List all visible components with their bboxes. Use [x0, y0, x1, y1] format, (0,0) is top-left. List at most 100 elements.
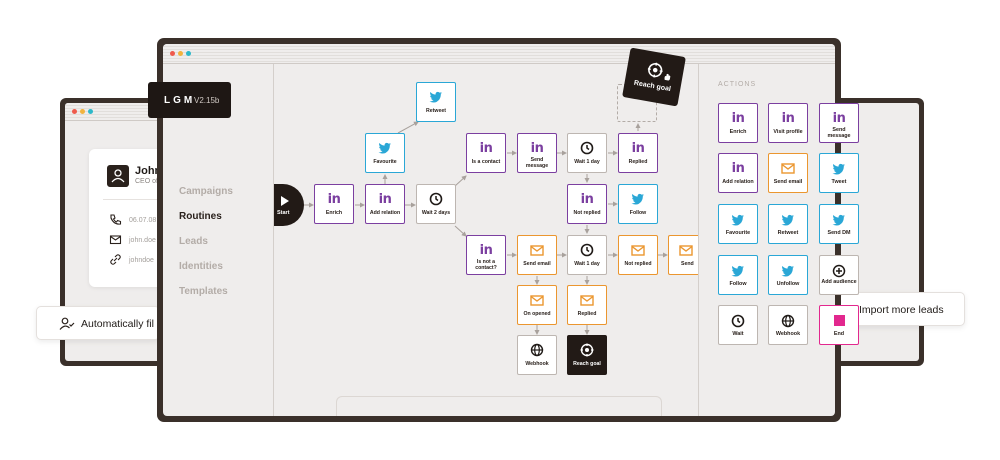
import-leads-pill[interactable]: Import more leads: [840, 292, 965, 326]
action-retweet[interactable]: Retweet: [768, 204, 808, 244]
action-label: Wait: [732, 331, 744, 337]
sidebar-item-routines[interactable]: Routines: [179, 211, 222, 222]
dragged-goal-card[interactable]: Reach goal: [622, 47, 686, 107]
node-label: Wait 1 day: [574, 261, 600, 267]
envelope-icon: [679, 244, 693, 256]
bird-icon: [429, 91, 442, 103]
node-send-email[interactable]: Send email: [517, 235, 557, 275]
maximize-dot[interactable]: [88, 109, 93, 114]
close-dot[interactable]: [170, 51, 175, 56]
action-wait[interactable]: Wait: [718, 305, 758, 345]
node-is-not-a-contact[interactable]: in Is not a contact?: [466, 235, 506, 275]
linkedin-icon: in: [731, 161, 745, 176]
action-label: Add audience: [821, 279, 857, 285]
action-send-email[interactable]: Send email: [768, 153, 808, 193]
action-label: Tweet: [831, 179, 847, 185]
action-favourite[interactable]: Favourite: [718, 204, 758, 244]
linkedin-icon: in: [479, 242, 493, 258]
sidebar-item-leads[interactable]: Leads: [179, 236, 208, 247]
bird-icon: [378, 142, 391, 154]
maximize-dot[interactable]: [186, 51, 191, 56]
node-label: Send message: [525, 157, 549, 169]
target-icon: [647, 62, 663, 78]
node-label: Enrich: [325, 210, 343, 216]
node-replied-top[interactable]: in Replied: [618, 133, 658, 173]
action-add-relation[interactable]: in Add relation: [718, 153, 758, 193]
action-webhook[interactable]: Webhook: [768, 305, 808, 345]
auto-fill-pill[interactable]: Automatically fil: [36, 306, 160, 340]
action-visit-profile[interactable]: in Visit profile: [768, 103, 808, 143]
sidebar-item-campaigns[interactable]: Campaigns: [179, 186, 233, 197]
action-send-message[interactable]: in Send message: [819, 103, 859, 143]
divider: [103, 199, 209, 200]
action-label: Send email: [773, 179, 803, 185]
clock-icon: [429, 192, 443, 206]
bird-icon: [781, 265, 794, 277]
action-end[interactable]: End: [819, 305, 859, 345]
bottom-toolbar: [336, 396, 662, 416]
linkedin-icon: in: [479, 140, 493, 156]
action-follow[interactable]: Follow: [718, 255, 758, 295]
node-follow[interactable]: Follow: [618, 184, 658, 224]
node-favourite[interactable]: Favourite: [365, 133, 405, 173]
node-add-relation[interactable]: in Add relation: [365, 184, 405, 224]
close-dot[interactable]: [72, 109, 77, 114]
action-tweet[interactable]: Tweet: [819, 153, 859, 193]
node-not-replied[interactable]: in Not replied: [567, 184, 607, 224]
sidebar-divider: [273, 64, 274, 416]
linkedin-icon: in: [378, 191, 392, 207]
action-unfollow[interactable]: Unfollow: [768, 255, 808, 295]
action-label: Retweet: [777, 230, 799, 236]
node-wait-2-days[interactable]: Wait 2 days: [416, 184, 456, 224]
node-enrich[interactable]: in Enrich: [314, 184, 354, 224]
node-replied-email[interactable]: Replied: [567, 285, 607, 325]
node-label: Add relation: [369, 210, 401, 216]
linkedin-icon: in: [731, 111, 745, 126]
bird-icon: [631, 193, 644, 205]
play-icon: [281, 196, 289, 206]
node-label: Send email: [523, 261, 551, 267]
node-label: Reach goal: [573, 361, 601, 367]
app-badge: LGM V2.15b: [148, 82, 231, 118]
action-label: Send message: [827, 127, 851, 140]
linkedin-icon: in: [580, 191, 594, 207]
minimize-dot[interactable]: [80, 109, 85, 114]
link-icon: [110, 254, 121, 265]
node-not-replied-email[interactable]: Not replied: [618, 235, 658, 275]
node-on-opened[interactable]: On opened: [517, 285, 557, 325]
node-webhook[interactable]: Webhook: [517, 335, 557, 375]
envelope-icon: [530, 244, 544, 256]
node-send-message[interactable]: in Send message: [517, 133, 557, 173]
clock-icon: [580, 141, 594, 155]
goal-card-label: Reach goal: [633, 79, 672, 94]
import-leads-label: Import more leads: [859, 304, 944, 316]
action-enrich[interactable]: in Enrich: [718, 103, 758, 143]
user-icon: [111, 169, 125, 183]
node-label: Favourite: [373, 159, 397, 165]
action-add-audience[interactable]: Add audience: [819, 255, 859, 295]
node-is-a-contact[interactable]: in Is a contact: [466, 133, 506, 173]
linkedin-icon: in: [832, 111, 846, 126]
sidebar-item-identities[interactable]: Identities: [179, 261, 223, 272]
clock-icon: [731, 314, 745, 327]
contact-phone: 06.07.08: [129, 217, 157, 224]
contact-name: John: [135, 165, 162, 177]
sidebar-item-templates[interactable]: Templates: [179, 286, 228, 297]
node-wait-1-day-top[interactable]: Wait 1 day: [567, 133, 607, 173]
node-send-partial[interactable]: Send: [668, 235, 698, 275]
envelope-icon: [530, 294, 544, 306]
action-label: Follow: [729, 281, 747, 287]
node-retweet[interactable]: Retweet: [416, 82, 456, 122]
node-label: Wait 2 days: [421, 210, 451, 216]
action-label: Webhook: [775, 331, 801, 337]
node-label: Replied: [577, 311, 597, 317]
node-label: Replied: [628, 159, 648, 165]
node-label: Is a contact: [471, 159, 501, 165]
minimize-dot[interactable]: [178, 51, 183, 56]
node-wait-1-day-bottom[interactable]: Wait 1 day: [567, 235, 607, 275]
action-send-dm[interactable]: Send DM: [819, 204, 859, 244]
linkedin-icon: in: [530, 140, 544, 156]
node-reach-goal[interactable]: Reach goal: [567, 335, 607, 375]
linkedin-icon: in: [631, 140, 645, 156]
